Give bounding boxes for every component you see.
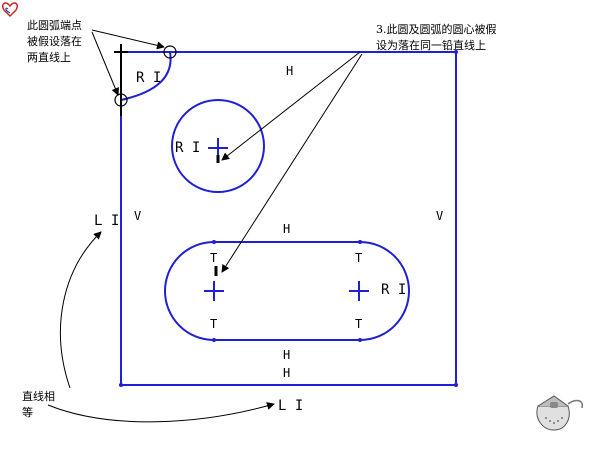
equal-note-line2: 等 xyxy=(22,405,33,419)
corner-center-cross xyxy=(114,44,128,116)
leader-arc-top xyxy=(91,29,165,50)
mouse-icon xyxy=(536,395,584,431)
slot-outline xyxy=(164,241,410,341)
label-h-slot-top: H xyxy=(283,222,290,236)
arc-note-line2: 被假设落在 xyxy=(27,34,82,48)
outer-rectangle xyxy=(120,51,457,386)
label-h-slot-bottom: H xyxy=(283,348,290,362)
label-t-top-left: T xyxy=(210,251,217,265)
label-h-bottom: H xyxy=(283,366,290,380)
vertex-dots xyxy=(119,50,458,387)
circle-r1 xyxy=(171,99,265,193)
label-r1-slot: R I xyxy=(381,282,406,298)
leader-equal-left xyxy=(60,231,102,389)
circle-center-cross xyxy=(208,138,228,158)
label-r1-circle: R I xyxy=(175,140,200,156)
slot-left-center-cross xyxy=(204,281,224,301)
slot-tangent-dots xyxy=(212,240,362,342)
center-note-line1: 3.此圆及圆弧的圆心被假 xyxy=(376,22,497,36)
label-t-bottom-right: T xyxy=(355,317,362,331)
arc-note-line3: 两直线上 xyxy=(27,50,71,64)
constraint-labels: R I R I R I H H H H V V L I L I T T T T xyxy=(94,64,443,414)
label-h-top: H xyxy=(286,64,293,78)
label-l1-left: L I xyxy=(94,213,119,229)
annotations: 此圆弧端点 被假设落在 两直线上 3.此圆及圆弧的圆心被假 设为落在同一铅直线上… xyxy=(22,18,497,419)
heart-logo-icon xyxy=(1,2,19,18)
arc-note-line1: 此圆弧端点 xyxy=(27,18,82,32)
slot-right-center-cross xyxy=(349,281,369,301)
center-note-line2: 设为落在同一铅直线上 xyxy=(376,38,486,52)
label-r1-corner: R I xyxy=(136,70,161,86)
leader-center-circle xyxy=(221,51,361,161)
label-t-top-right: T xyxy=(355,251,362,265)
leader-center-slot xyxy=(221,53,363,273)
arc-endpoint-marker-top xyxy=(163,45,177,59)
leader-equal-bottom xyxy=(47,402,275,423)
leader-lines xyxy=(47,29,363,423)
label-t-bottom-left: T xyxy=(210,317,217,331)
leader-arc-left xyxy=(91,31,120,96)
label-v-right: V xyxy=(436,209,443,223)
corner-arc xyxy=(120,51,172,101)
equal-note-line1: 直线相 xyxy=(22,389,55,403)
arc-endpoint-marker-left xyxy=(114,93,128,107)
label-v-left: V xyxy=(134,209,141,223)
label-l1-bottom: L I xyxy=(278,398,303,414)
